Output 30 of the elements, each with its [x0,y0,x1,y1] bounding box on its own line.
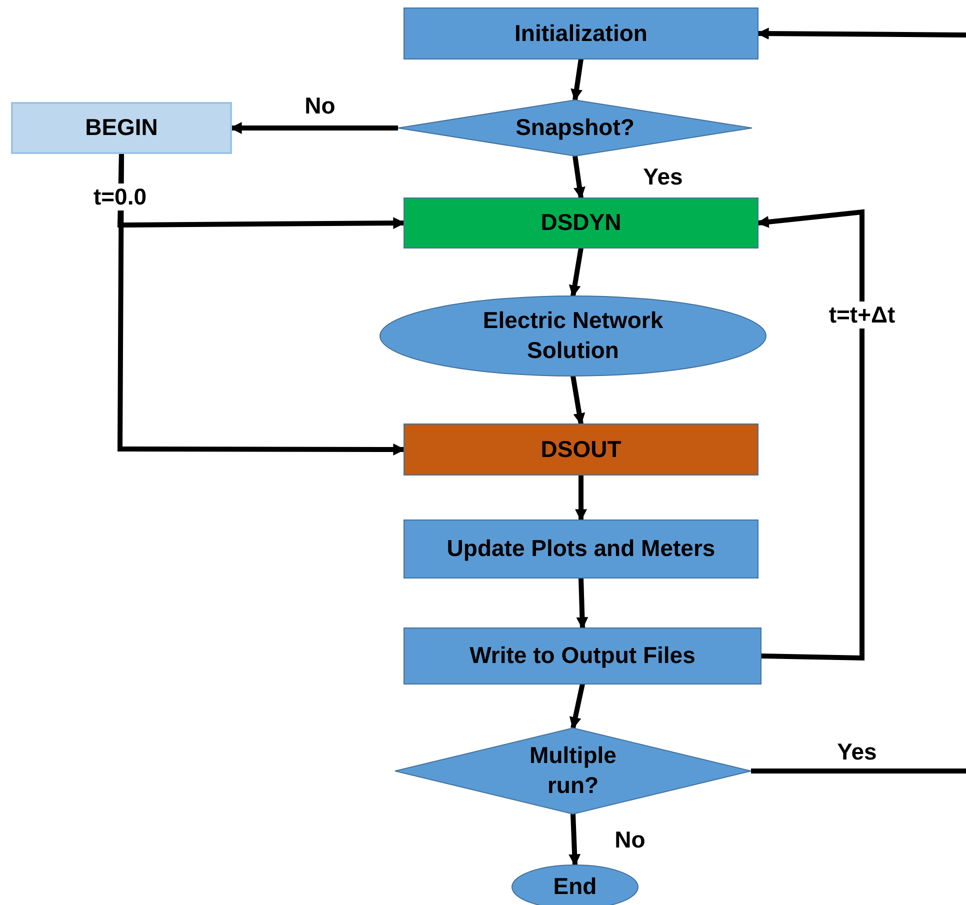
decision-diamond [398,100,752,156]
node-label: End [553,872,597,902]
arrow [576,578,588,630]
arrow [751,28,966,774]
process-box [404,8,758,59]
arrow [575,475,587,522]
arrow [568,814,581,866]
arrow [568,248,584,298]
arrow [569,683,585,730]
decision-diamond [395,728,751,814]
node-label: DSOUT [540,434,622,464]
process-box [404,424,758,475]
arrow [570,58,584,102]
start-box [12,103,231,153]
arrow [756,209,864,661]
process-box [404,198,758,248]
arrow [117,152,406,456]
node-label: DSDYN [540,208,622,238]
node-label: Write to Output Files [470,641,696,670]
arrow [570,376,586,426]
node-label: Snapshot? [516,113,634,142]
process-box [404,520,758,578]
node-label: Initialization [514,18,648,48]
node-label: BEGIN [85,113,158,142]
node-label: Multiple run? [528,741,618,800]
process-box [404,628,761,684]
process-ellipse [380,296,766,376]
node-label: Update Plots and Meters [446,534,716,564]
node-label: Electric Network Solution [482,306,664,365]
arrow [572,156,586,200]
